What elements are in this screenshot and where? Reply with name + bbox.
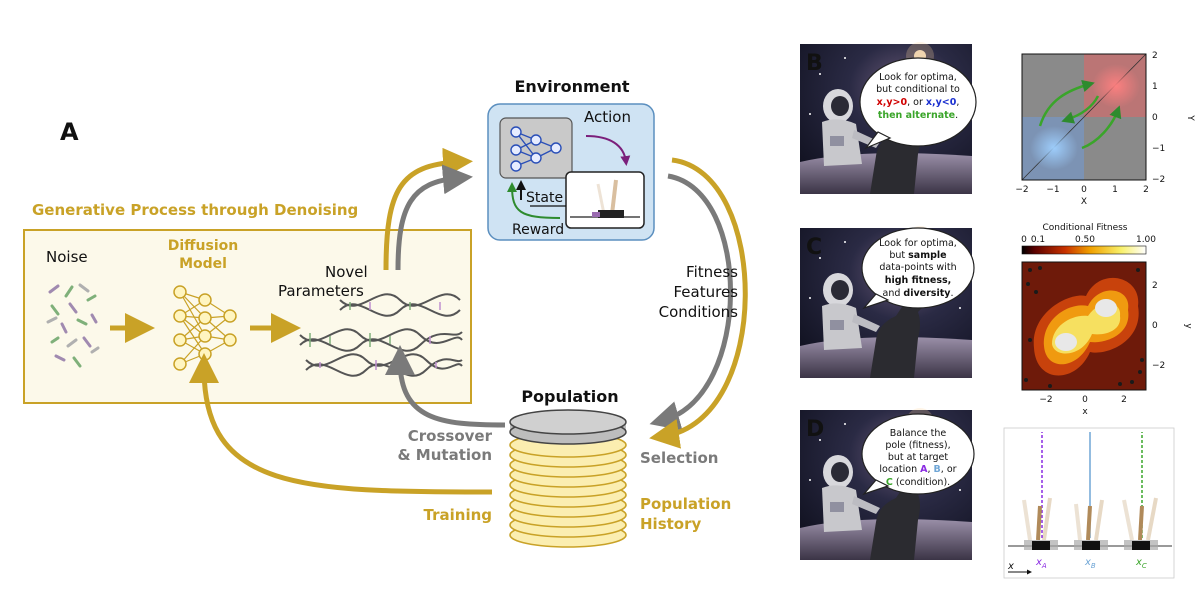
panel-b-letter: B [806, 51, 823, 76]
c-xlabel: x [1082, 407, 1088, 417]
b-xtick: −1 [1046, 185, 1059, 195]
colorbar-tick: 1.00 [1136, 235, 1156, 245]
diffusion-label-2: Model [179, 256, 227, 272]
panel-b-bubble-text: Look for optima, but conditional to x,y>… [876, 72, 960, 121]
reward-label: Reward [512, 222, 564, 238]
conditions-label: Conditions [659, 303, 739, 321]
colorbar-title: Conditional Fitness [1043, 223, 1128, 233]
d-bubble-line-4: location A, B, or [879, 464, 956, 475]
b-xtick: 1 [1112, 185, 1118, 195]
arrow-params-to-environment-gray [395, 164, 473, 271]
reward-arrow [507, 182, 561, 219]
agent-network-icon [510, 126, 562, 172]
d-label-xc: xC [1135, 557, 1147, 570]
panel-b-plot [1021, 53, 1147, 181]
crossover-label-1: Crossover [408, 427, 493, 445]
panel-a-letter: A [60, 118, 79, 146]
c-xtick: −2 [1039, 395, 1052, 405]
b-xtick: −2 [1015, 185, 1028, 195]
population-history-label-2: History [640, 515, 701, 533]
selection-label: Selection [640, 449, 718, 467]
panel-c-letter: C [806, 235, 822, 260]
c-xtick: 0 [1082, 395, 1088, 405]
cartpole-env-box [565, 171, 645, 229]
b-bubble-line-2: but conditional to [876, 84, 960, 95]
environment-title: Environment [514, 77, 629, 96]
d-bubble-line-3: but at target [888, 452, 949, 463]
panel-b-illustration [800, 42, 977, 194]
cartpole-icon [570, 179, 640, 218]
crossover-label-2: & Mutation [398, 446, 493, 464]
generative-process-box [23, 229, 472, 404]
panel-d-labels: x xA xB xC [1007, 557, 1147, 572]
panel-c-plot [1021, 261, 1147, 391]
arrow-env-to-population-gray [649, 173, 733, 431]
b-xtick: 0 [1081, 185, 1087, 195]
c-bubble-line-3: data-points with [879, 262, 956, 273]
arrow-crossover-mutation [385, 345, 506, 428]
training-label: Training [424, 506, 492, 524]
c-bubble-line-5: and diversity. [883, 288, 954, 299]
b-ytick: −1 [1152, 144, 1165, 154]
c-bubble-line-4: high fitness, [885, 275, 952, 286]
generative-title: Generative Process through Denoising [32, 201, 358, 219]
features-label: Features [674, 283, 739, 301]
b-ytick: 1 [1152, 82, 1158, 92]
arrow-env-to-population-gold [649, 157, 748, 449]
b-bubble-line-3: x,y>0, or x,y<0, [877, 97, 960, 108]
c-ytick: 2 [1152, 281, 1158, 291]
c-bubble-line-2: but sample [889, 250, 946, 261]
panel-d-bubble-text: Balance the pole (fitness), but at targe… [879, 428, 956, 488]
colorbar-tick: 0.50 [1075, 235, 1095, 245]
c-xtick: 2 [1121, 395, 1127, 405]
panel-c-bubble-text: Look for optima, but sample data-points … [879, 238, 957, 299]
population-current-disk [509, 409, 627, 445]
d-bubble-line-1: Balance the [890, 428, 947, 439]
panel-b-axes: −2 −1 0 1 2 X 2 1 0 −1 −2 Y [1015, 51, 1195, 207]
d-bubble-line-5: C (condition). [886, 477, 950, 488]
population-history-label-1: Population [640, 495, 731, 513]
action-arrow [585, 135, 631, 166]
panel-d-letter: D [806, 417, 824, 442]
diffusion-network-icon [173, 285, 237, 371]
c-ytick: 0 [1152, 321, 1158, 331]
noise-label: Noise [46, 248, 88, 266]
population-history-stack [509, 432, 627, 548]
panel-d-illustration [800, 408, 975, 560]
dna-strands-icon [299, 293, 463, 377]
noise-particles [46, 283, 100, 368]
panel-c-illustration [800, 226, 975, 378]
d-bubble-line-2: pole (fitness), [885, 440, 950, 451]
b-bubble-line-4: then alternate. [878, 110, 958, 121]
b-xlabel: X [1081, 197, 1087, 207]
panel-c-axes: −2 0 2 x 2 0 −2 y [1039, 281, 1193, 417]
colorbar-ticks: 0 0.1 0.50 1.00 [1021, 235, 1156, 245]
colorbar-tick: 0 [1021, 235, 1027, 245]
fitness-label: Fitness [686, 263, 738, 281]
d-axis-x: x [1007, 561, 1014, 572]
c-bubble-line-1: Look for optima, [879, 238, 957, 249]
colorbar-tick: 0.1 [1031, 235, 1045, 245]
population-title: Population [521, 387, 618, 406]
b-xtick: 2 [1143, 185, 1149, 195]
b-ytick: −2 [1152, 175, 1165, 185]
arrow-training [189, 353, 493, 495]
arrow-params-to-environment-gold [383, 147, 473, 271]
novel-label-1: Novel [325, 263, 368, 281]
panel-d-cartpole-plot [1003, 427, 1175, 579]
d-label-xb: xB [1084, 557, 1096, 570]
c-ytick: −2 [1152, 361, 1165, 371]
diffusion-label-1: Diffusion [168, 238, 238, 254]
novel-label-2: Parameters [278, 282, 364, 300]
b-ylabel: Y [1185, 114, 1195, 121]
colorbar [1021, 245, 1147, 255]
b-bubble-line-1: Look for optima, [879, 72, 957, 83]
c-ylabel: y [1183, 323, 1193, 329]
b-ytick: 0 [1152, 113, 1158, 123]
b-ytick: 2 [1152, 51, 1158, 61]
action-label: Action [584, 108, 631, 126]
state-label: State [526, 190, 563, 206]
d-label-xa: xA [1035, 557, 1047, 570]
